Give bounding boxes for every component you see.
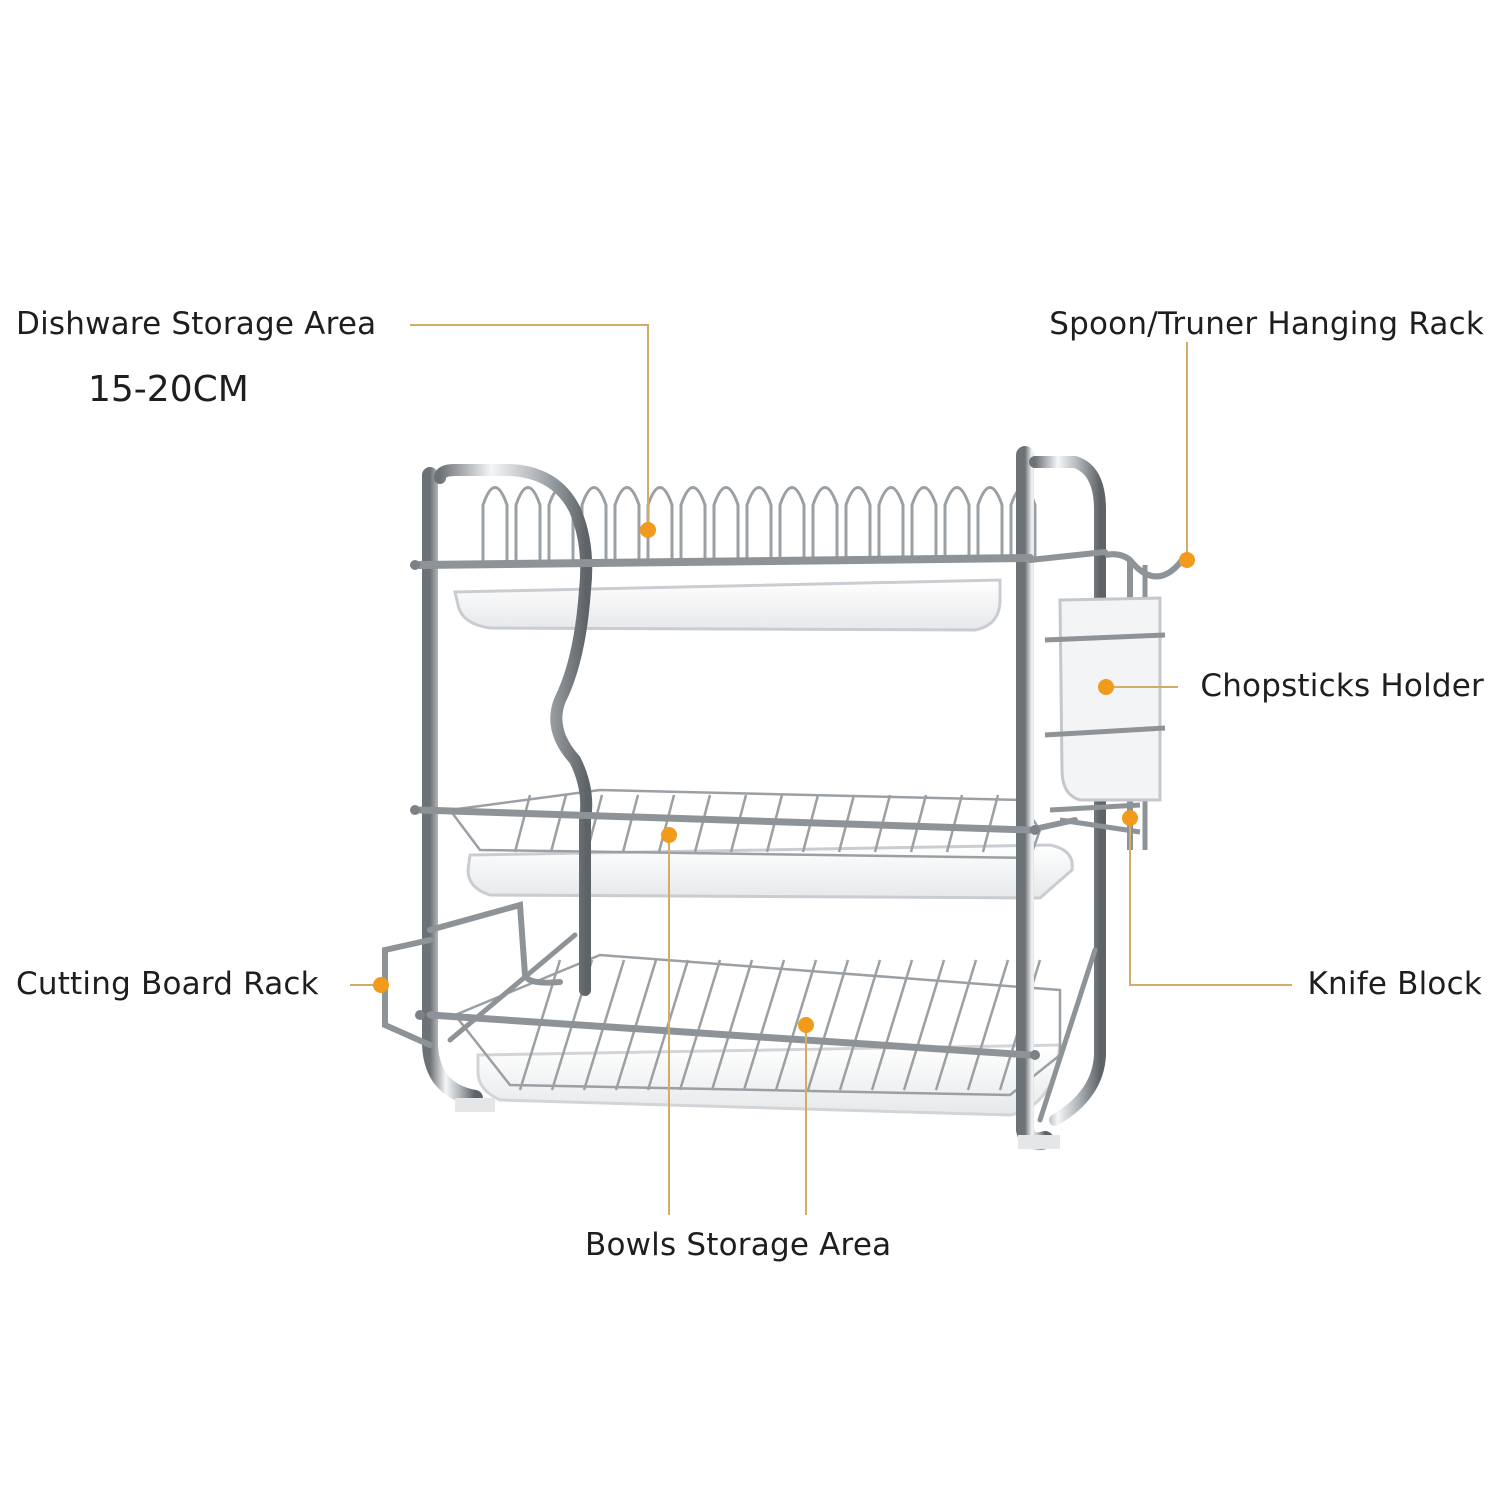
plate-wire-arch <box>943 486 971 562</box>
callout-dot-bowls-lower <box>798 1017 814 1033</box>
callout-leader-lines <box>350 324 1292 1215</box>
middle-basket-wire <box>945 794 964 853</box>
middle-basket-wire <box>621 794 640 853</box>
label-cutting-board-rack: Cutting Board Rack <box>16 966 319 1002</box>
rack-frame <box>382 446 1108 1151</box>
bottom-basket-wire <box>678 959 722 1091</box>
bottom-basket-wire <box>710 959 754 1091</box>
plate-wire-arch <box>877 486 905 562</box>
callout-dot-spoon <box>1179 552 1195 568</box>
plate-wire-arch <box>778 486 806 562</box>
middle-basket-wire <box>513 794 532 853</box>
plate-wire-arch <box>481 486 509 562</box>
bottom-basket-wire <box>742 959 786 1091</box>
bottom-basket-wire <box>934 959 978 1091</box>
bottom-basket-wire <box>870 959 914 1091</box>
plate-wire-arch <box>712 486 740 562</box>
plate-wire-arch <box>811 486 839 562</box>
label-spoon-turner-hanging-rack: Spoon/Truner Hanging Rack <box>1049 306 1484 342</box>
middle-basket-wire <box>693 794 712 853</box>
bottom-basket-wire <box>902 959 946 1091</box>
callout-dot-bowls-upper <box>661 827 677 843</box>
plate-wire-arch <box>844 486 872 562</box>
bottom-basket-wire <box>614 959 658 1091</box>
middle-basket-wire <box>549 794 568 853</box>
label-dishware-storage-area: Dishware Storage Area <box>16 306 377 342</box>
label-chopsticks-holder: Chopsticks Holder <box>1200 668 1484 704</box>
callout-dot-cutting-board <box>373 977 389 993</box>
label-knife-block: Knife Block <box>1307 966 1482 1002</box>
bottom-basket-wire <box>966 959 1010 1091</box>
drip-trays <box>453 578 1074 1117</box>
label-dimension: 15-20CM <box>88 369 249 410</box>
middle-basket-wire <box>981 794 1000 853</box>
plate-wire-arch <box>745 486 773 562</box>
callout-dot-knife <box>1122 810 1138 826</box>
callout-dot-chopsticks <box>1098 679 1114 695</box>
plate-wire-arch <box>910 486 938 562</box>
label-bowls-storage-area: Bowls Storage Area <box>585 1227 892 1263</box>
plate-wire-arch <box>514 486 542 562</box>
plate-wire-arch <box>976 486 1004 562</box>
plate-wire-arch <box>613 486 641 562</box>
callout-dot-dishware <box>640 522 656 538</box>
bottom-basket-wire <box>774 959 818 1091</box>
bottom-basket-wire <box>806 959 850 1091</box>
plate-wire-arch <box>679 486 707 562</box>
side-accessories <box>1044 551 1188 850</box>
callout-dots <box>373 522 1195 1033</box>
middle-basket-wire <box>657 794 676 853</box>
plate-wire-arch <box>580 486 608 562</box>
bottom-basket-wire <box>838 959 882 1091</box>
